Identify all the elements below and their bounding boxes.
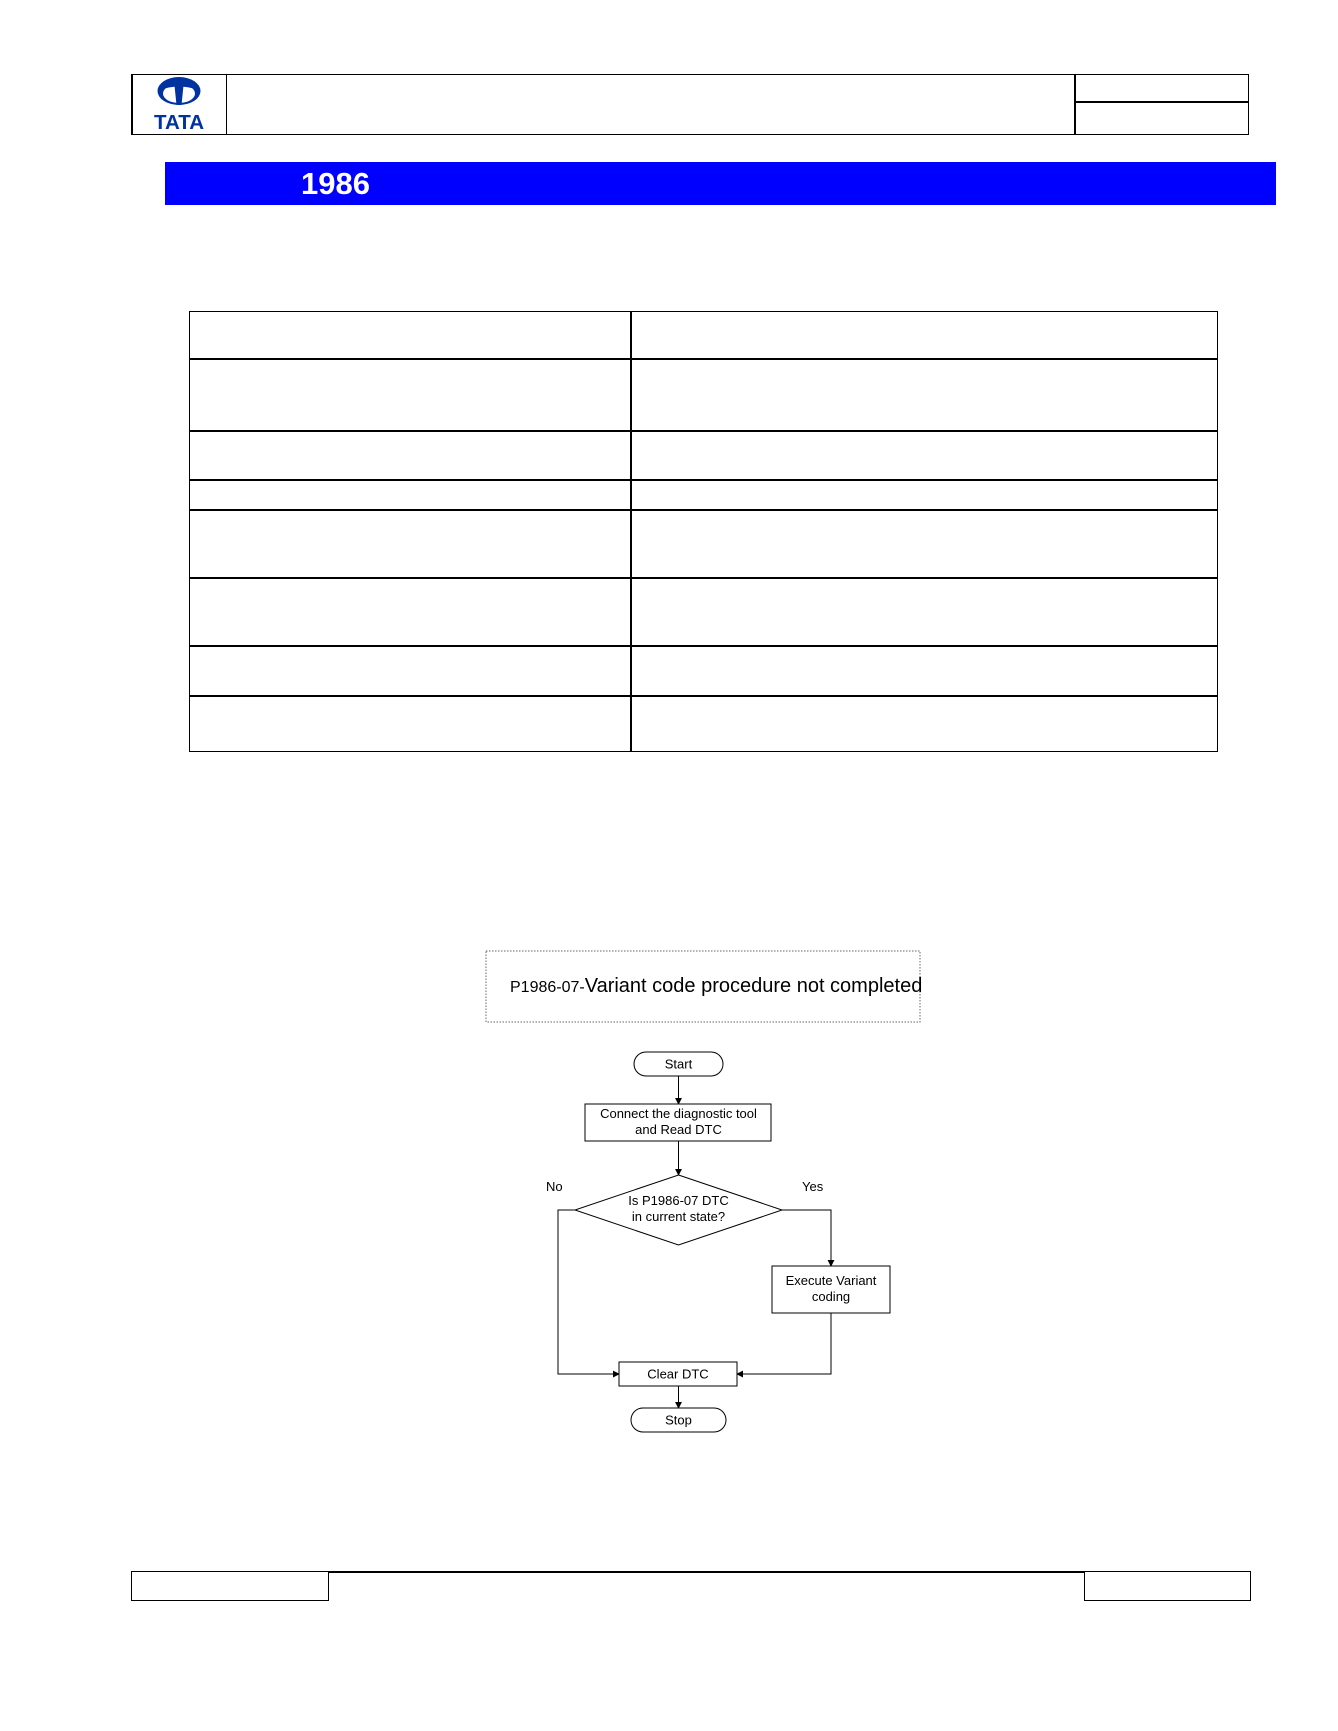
execute-variant-box bbox=[771, 1265, 891, 1314]
footer-right-box bbox=[1084, 1571, 1251, 1601]
table-row-divider bbox=[189, 577, 1218, 579]
dtc-title: P1986-07-Variant code procedure not comp… bbox=[510, 975, 922, 997]
stop-label: Stop bbox=[665, 1413, 692, 1428]
yes-label: Yes bbox=[802, 1179, 824, 1194]
table-row-divider bbox=[189, 430, 1218, 432]
table-row-divider bbox=[189, 695, 1218, 697]
footer-left-box bbox=[131, 1571, 329, 1601]
header-frame bbox=[131, 74, 1249, 135]
no-label: No bbox=[546, 1179, 563, 1194]
header-divider bbox=[1074, 74, 1076, 135]
table-row-divider bbox=[189, 479, 1218, 481]
connect-tool-line1: Connect the diagnostic tool bbox=[600, 1106, 757, 1121]
table-row-divider bbox=[189, 645, 1218, 647]
clear-dtc-label: Clear DTC bbox=[647, 1367, 708, 1382]
section-banner bbox=[165, 162, 1276, 205]
connect-tool-line2: and Read DTC bbox=[635, 1122, 722, 1137]
dtc-description: Variant code procedure not completed bbox=[585, 975, 923, 997]
header-divider bbox=[1074, 101, 1249, 103]
info-table bbox=[189, 311, 1218, 752]
table-row-divider bbox=[189, 509, 1218, 511]
decision-line2: in current state? bbox=[632, 1209, 725, 1224]
tata-logo-icon: TATA bbox=[154, 77, 204, 134]
flow-arrow-no bbox=[557, 1209, 620, 1378]
header-divider bbox=[226, 74, 227, 135]
decision-diamond bbox=[573, 1174, 784, 1246]
dtc-title-box bbox=[485, 950, 921, 1023]
start-label: Start bbox=[665, 1057, 693, 1072]
section-title: 1986 bbox=[301, 166, 370, 201]
clear-dtc-box bbox=[618, 1361, 738, 1387]
table-column-divider bbox=[630, 311, 632, 752]
stop-terminal bbox=[630, 1407, 727, 1433]
decision-line1: Is P1986-07 DTC bbox=[628, 1193, 728, 1208]
flow-arrow bbox=[736, 1313, 832, 1378]
table-row-divider bbox=[189, 358, 1218, 360]
footer-rule bbox=[329, 1571, 1084, 1573]
logo-wordmark: TATA bbox=[154, 111, 204, 134]
header-left-border bbox=[131, 74, 133, 135]
execute-variant-line2: coding bbox=[812, 1289, 850, 1304]
dtc-code: P1986-07- bbox=[510, 979, 585, 996]
flow-arrow-yes bbox=[782, 1209, 835, 1267]
execute-variant-line1: Execute Variant bbox=[786, 1273, 877, 1288]
